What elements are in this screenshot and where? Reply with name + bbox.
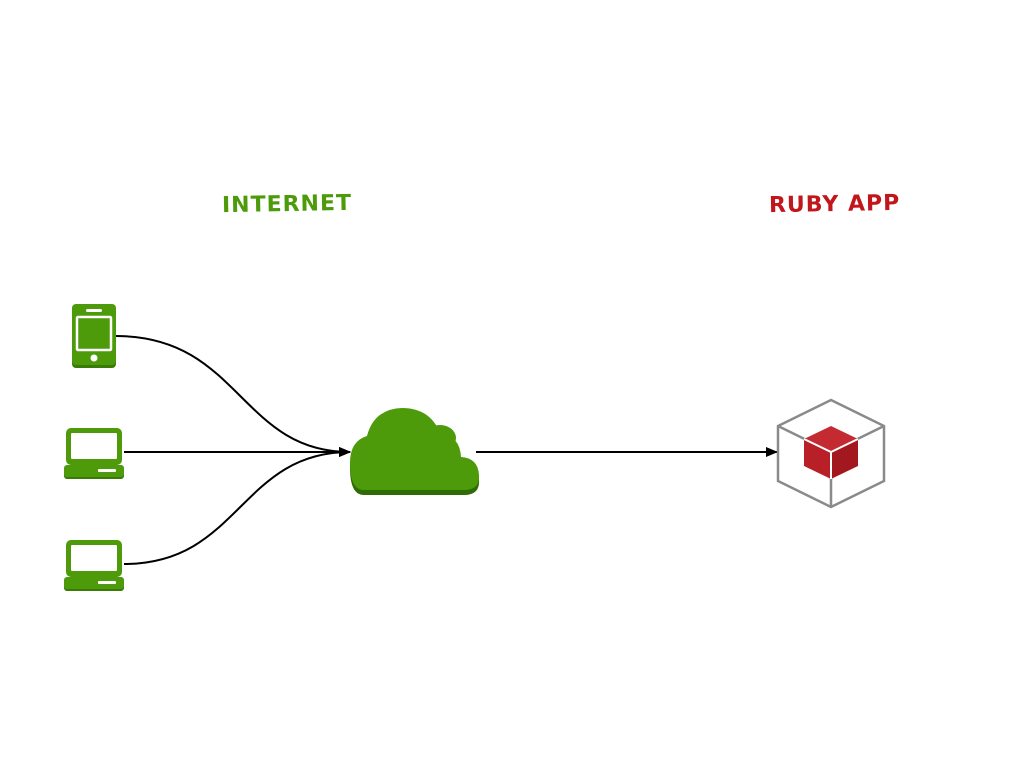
laptop-icon: [64, 540, 124, 591]
cube-icon: [776, 398, 886, 509]
laptop-icon: [64, 428, 124, 479]
connector-phone-to-cloud: [115, 335, 351, 457]
cloud-icon: [350, 408, 480, 495]
phone-icon: [72, 304, 116, 368]
connector-laptop2-to-cloud: [123, 447, 351, 565]
